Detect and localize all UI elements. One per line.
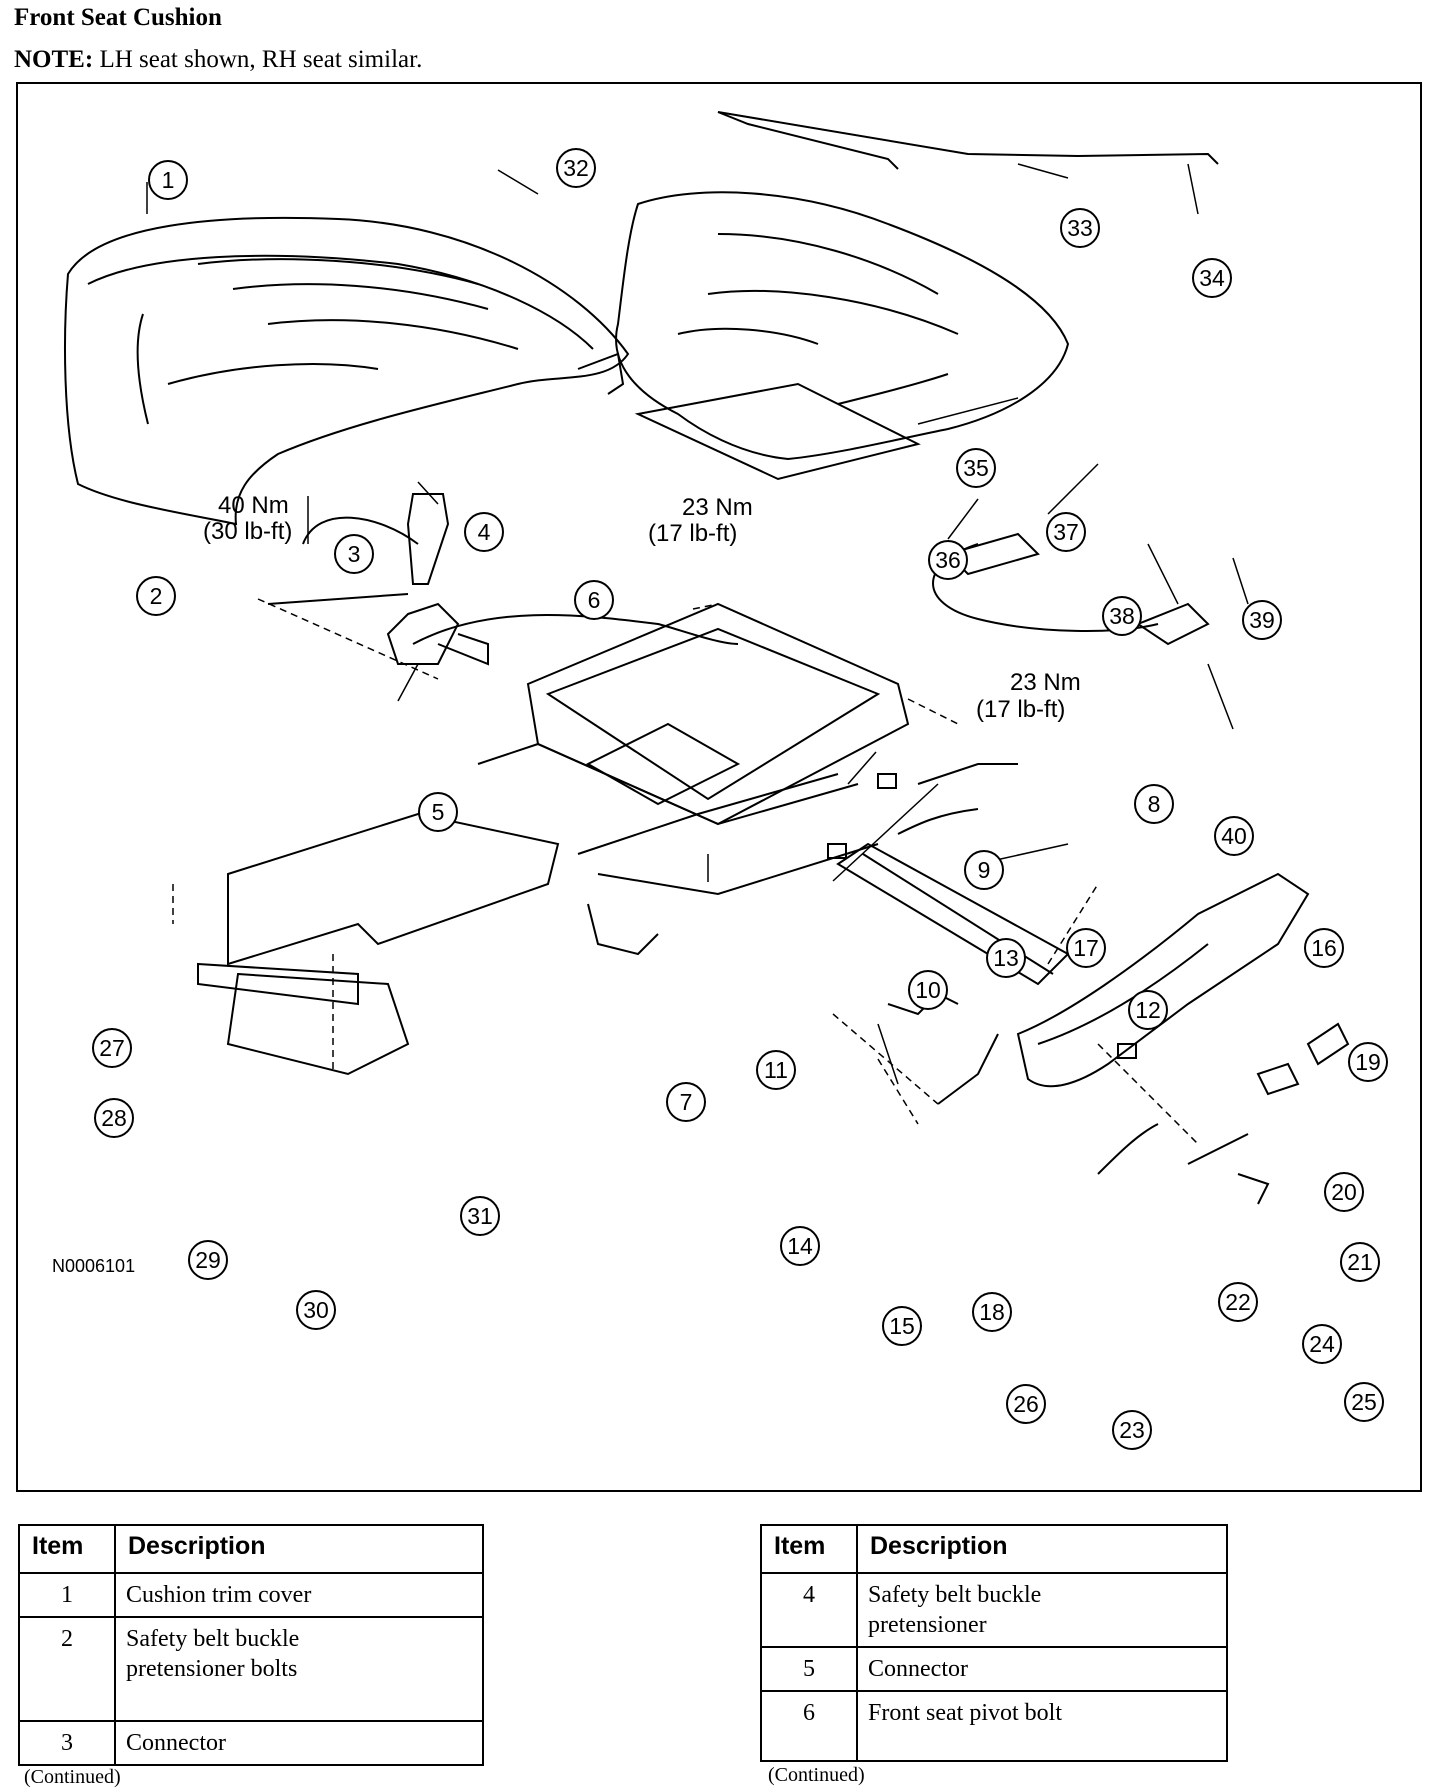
table-header-row: Item Description [18, 1524, 484, 1574]
callout-40: 40 [1214, 816, 1254, 856]
callout-17: 17 [1066, 928, 1106, 968]
item-number: 1 [18, 1572, 116, 1618]
callout-10: 10 [908, 970, 948, 1010]
note: NOTE: LH seat shown, RH seat similar. [14, 46, 422, 74]
seat-heater-rod-drawing [717, 111, 1219, 165]
callout-15: 15 [882, 1306, 922, 1346]
table-header-row: Item Description [760, 1524, 1228, 1574]
item-description: Connector [114, 1720, 484, 1766]
table-row: 1 Cushion trim cover [18, 1572, 484, 1618]
callout-34: 34 [1192, 258, 1232, 298]
figure-id: N0006101 [52, 1256, 136, 1276]
callout-31: 31 [460, 1196, 500, 1236]
control-module-drawing [226, 972, 410, 1076]
note-text: LH seat shown, RH seat similar. [99, 46, 423, 73]
item-description: Safety belt buckle pretensioner [856, 1572, 1228, 1648]
continued-left: (Continued) [24, 1766, 121, 1788]
torque-item8-line1: 23 Nm [1010, 669, 1081, 696]
column-header-item: Item [760, 1524, 858, 1574]
seat-frame-drawing [477, 602, 910, 956]
callout-22: 22 [1218, 1282, 1258, 1322]
callout-35: 35 [956, 448, 996, 488]
continued-right: (Continued) [768, 1764, 865, 1786]
torque-item6-line2: (17 lb-ft) [648, 520, 738, 547]
callout-20: 20 [1324, 1172, 1364, 1212]
buckle-pretensioner-drawing [386, 493, 460, 665]
item-number: 2 [18, 1616, 116, 1722]
item-description: Front seat pivot bolt [856, 1690, 1228, 1762]
item-number: 4 [760, 1572, 858, 1648]
table-row: 6 Front seat pivot bolt [760, 1690, 1228, 1762]
column-header-description: Description [856, 1524, 1228, 1574]
callout-5: 5 [418, 792, 458, 832]
callout-1: 1 [148, 160, 188, 200]
torque-item2-line1: 40 Nm [218, 492, 289, 519]
table-row: 4 Safety belt buckle pretensioner [760, 1572, 1228, 1648]
callout-27: 27 [92, 1028, 132, 1068]
callout-6: 6 [574, 580, 614, 620]
table-row: 3 Connector [18, 1720, 484, 1766]
callout-19: 19 [1348, 1042, 1388, 1082]
seat-mat-drawing [634, 382, 921, 481]
note-label: NOTE: [14, 46, 94, 73]
callout-25: 25 [1344, 1382, 1384, 1422]
torque-item8-line2: (17 lb-ft) [976, 696, 1066, 723]
item-description: Cushion trim cover [114, 1572, 484, 1618]
callout-38: 38 [1102, 596, 1142, 636]
callout-9: 9 [964, 850, 1004, 890]
cushion-pad-drawing [615, 191, 1070, 461]
callout-11: 11 [756, 1050, 796, 1090]
callout-39: 39 [1242, 600, 1282, 640]
callout-30: 30 [296, 1290, 336, 1330]
callout-37: 37 [1046, 512, 1086, 552]
table-row: 2 Safety belt buckle pretensioner bolts [18, 1616, 484, 1722]
parts-table-right: Item Description 4 Safety belt buckle pr… [760, 1524, 1228, 1762]
callout-8: 8 [1134, 784, 1174, 824]
column-header-description: Description [114, 1524, 484, 1574]
callout-14: 14 [780, 1226, 820, 1266]
item-number: 6 [760, 1690, 858, 1762]
table-row: 5 Connector [760, 1646, 1228, 1692]
callout-18: 18 [972, 1292, 1012, 1332]
cushion-trim-cover-drawing [64, 216, 630, 526]
mounting-plate-drawing [227, 812, 560, 966]
parts-table-left: Item Description 1 Cushion trim cover 2 … [18, 1524, 484, 1766]
item-description: Safety belt buckle pretensioner bolts [114, 1616, 484, 1722]
callout-16: 16 [1304, 928, 1344, 968]
page-title: Front Seat Cushion [14, 4, 222, 31]
callout-24: 24 [1302, 1324, 1342, 1364]
callout-21: 21 [1340, 1242, 1380, 1282]
callout-29: 29 [188, 1240, 228, 1280]
torque-item2-line2: (30 lb-ft) [203, 518, 293, 545]
item-description: Connector [856, 1646, 1228, 1692]
callout-13: 13 [986, 938, 1026, 978]
callout-26: 26 [1006, 1384, 1046, 1424]
callout-12: 12 [1128, 990, 1168, 1030]
seat-heater-element-drawing [717, 111, 899, 170]
callout-32: 32 [556, 148, 596, 188]
callout-4: 4 [464, 512, 504, 552]
callout-36: 36 [928, 540, 968, 580]
callout-3: 3 [334, 534, 374, 574]
column-header-item: Item [18, 1524, 116, 1574]
item-number: 5 [760, 1646, 858, 1692]
callout-7: 7 [666, 1082, 706, 1122]
callout-23: 23 [1112, 1410, 1152, 1450]
item-number: 3 [18, 1720, 116, 1766]
side-shield-drawing [1016, 872, 1310, 1088]
torque-item6-line1: 23 Nm [682, 494, 753, 521]
callout-33: 33 [1060, 208, 1100, 248]
callout-28: 28 [94, 1098, 134, 1138]
callout-2: 2 [136, 576, 176, 616]
